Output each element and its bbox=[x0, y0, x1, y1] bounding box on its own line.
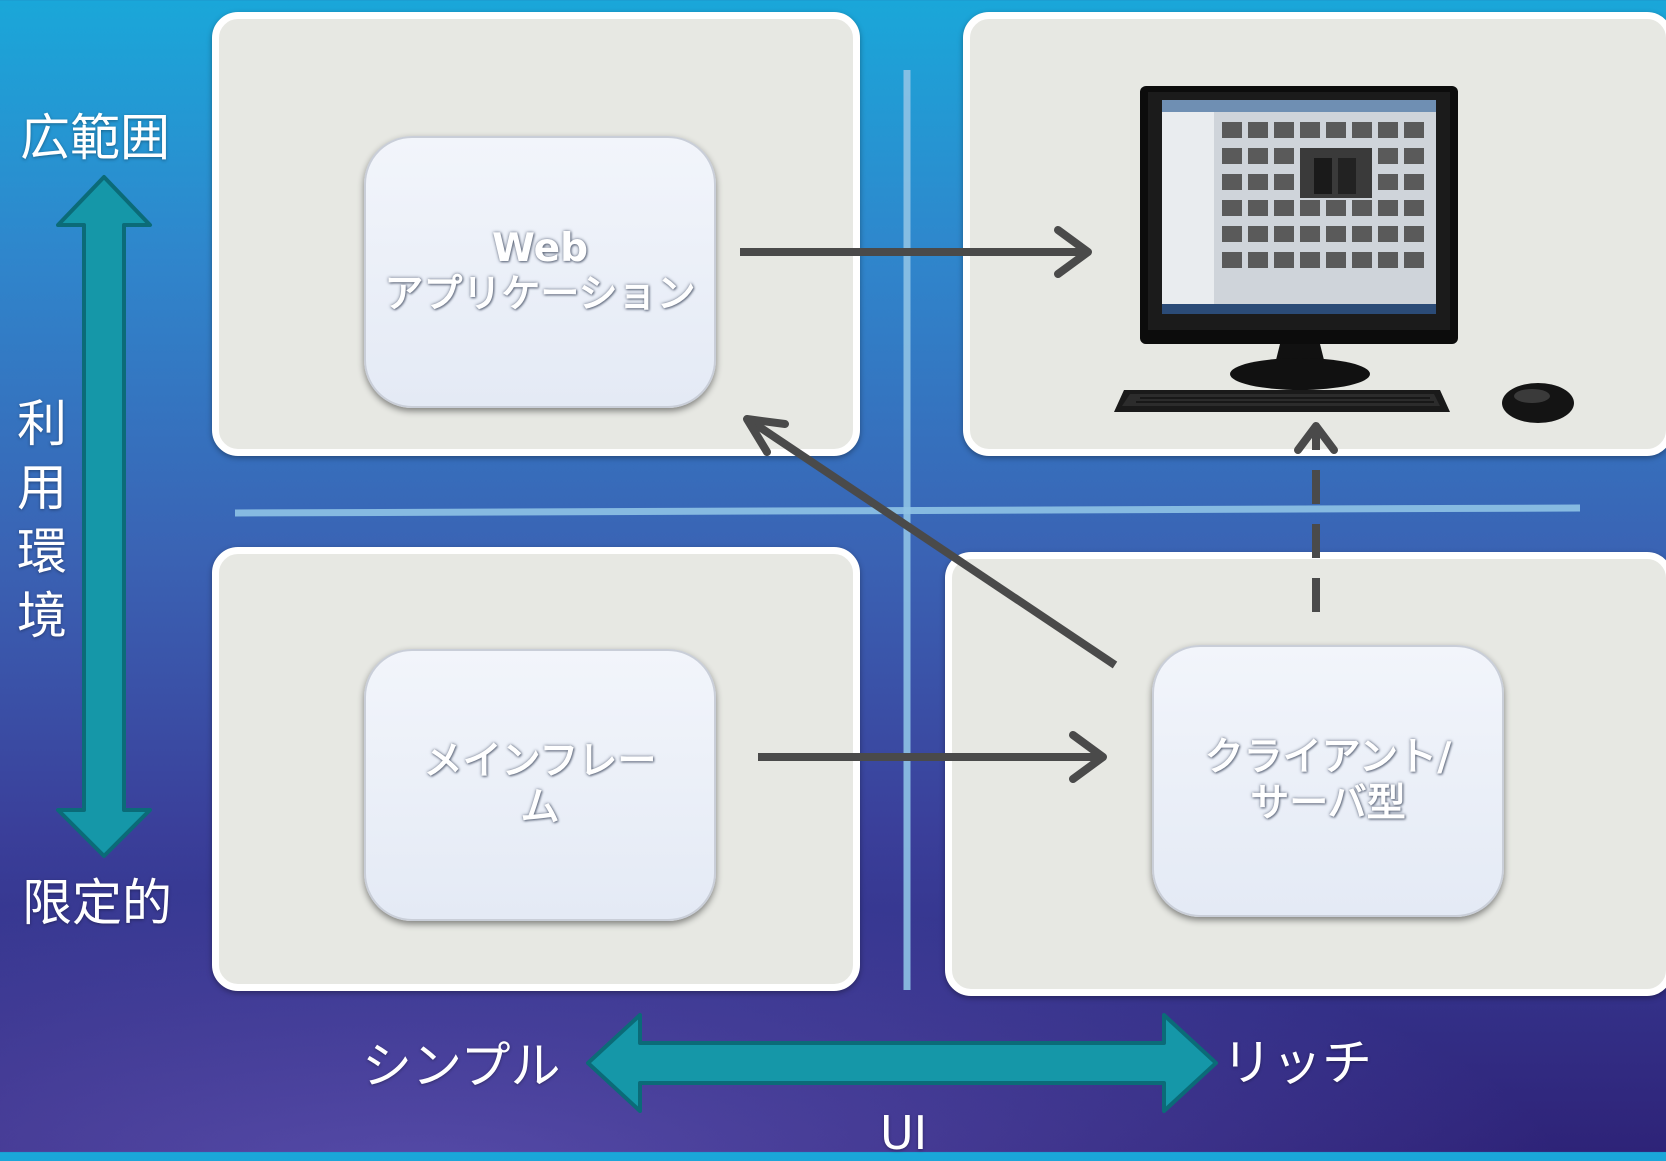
node-web-application-label: Web アプリケーション bbox=[384, 226, 696, 317]
axis-label-usage-environment: 利用環境 bbox=[17, 395, 67, 645]
axis-label-wide-range: 広範囲 bbox=[20, 109, 170, 167]
arrow-web-to-computer bbox=[740, 226, 1092, 278]
desktop-computer-icon bbox=[1114, 86, 1574, 423]
axis-label-simple: シンプル bbox=[362, 1037, 561, 1095]
node-web-application: Web アプリケーション bbox=[364, 136, 716, 408]
arrow-mainframe-to-client-server bbox=[758, 731, 1107, 783]
node-client-server-label: クライアント/ サーバ型 bbox=[1204, 735, 1452, 826]
node-mainframe: メインフレー ム bbox=[364, 649, 716, 921]
node-mainframe-label: メインフレー ム bbox=[423, 739, 657, 830]
axis-label-rich: リッチ bbox=[1222, 1034, 1372, 1092]
axis-label-limited: 限定的 bbox=[22, 874, 172, 932]
horizontal-axis-arrow bbox=[586, 1013, 1218, 1113]
arrow-client-server-to-web bbox=[743, 415, 1118, 669]
horizontal-divider bbox=[234, 504, 1581, 517]
axis-title-ui: UI bbox=[880, 1106, 928, 1160]
vertical-axis-arrow bbox=[56, 175, 152, 858]
node-client-server: クライアント/ サーバ型 bbox=[1152, 645, 1504, 917]
arrow-client-server-to-computer-dashed bbox=[1294, 422, 1338, 612]
